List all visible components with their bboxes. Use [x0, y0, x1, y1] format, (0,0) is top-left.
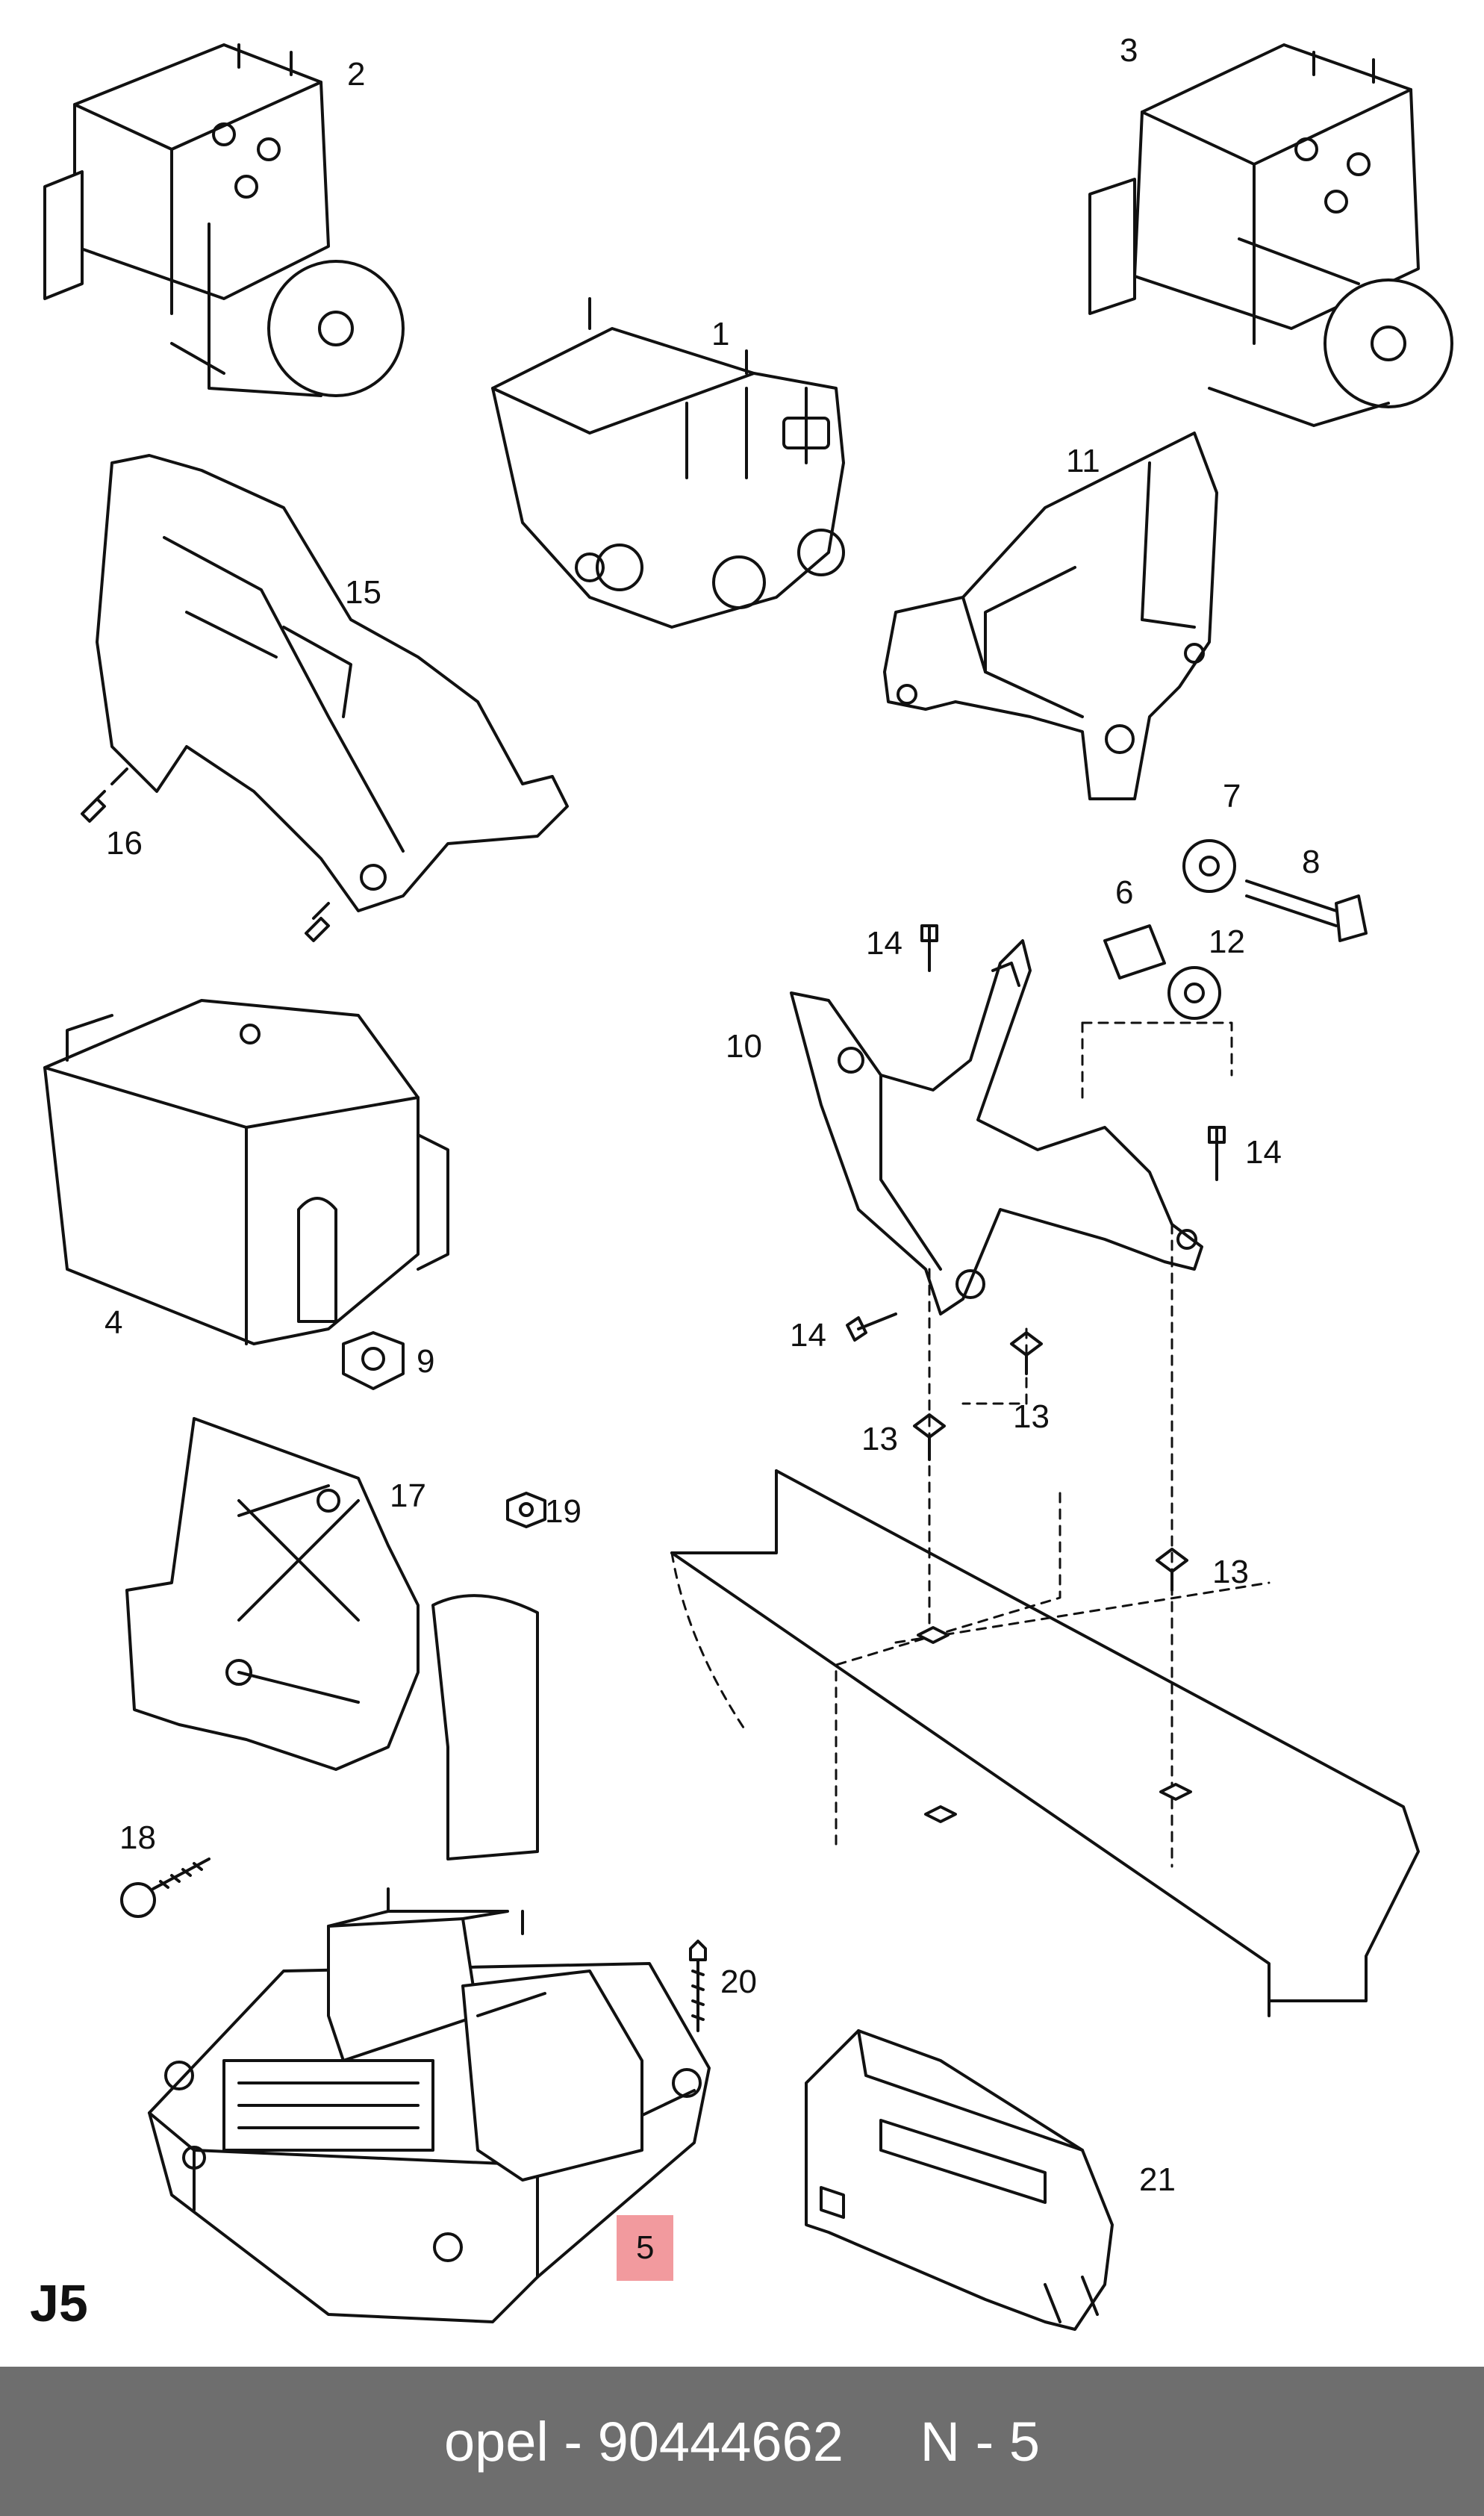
part-4-cover: [43, 999, 449, 1345]
parts-6-7-8-12-bushings-bolt: [1103, 839, 1368, 1020]
callout-20: 20: [720, 1964, 757, 2000]
part-1-modulator-valve-block: [491, 297, 845, 629]
part-18-screw: [120, 1858, 211, 1918]
part-10-bracket-assembly: [790, 939, 1203, 1315]
callout-7: 7: [1223, 778, 1241, 815]
footer-bar: opel - 90444662 N - 5: [0, 2367, 1484, 2516]
callout-14-right: 14: [1245, 1134, 1282, 1171]
footer-part-number: opel - 90444662 N - 5: [443, 2410, 1041, 2473]
part-15-bracket: [96, 454, 569, 912]
part-3-abs-hydraulic-unit: [1088, 43, 1453, 427]
callout-1: 1: [711, 316, 730, 352]
part-5-abs-control-module: [148, 1887, 711, 2323]
section-code: J5: [30, 2274, 88, 2332]
part-17-bracket-plate: [125, 1417, 539, 1860]
callout-21: 21: [1139, 2161, 1176, 2198]
callout-14-left: 14: [790, 1317, 826, 1354]
assembly-leader-lines: [835, 1021, 1271, 1868]
callout-10: 10: [726, 1028, 762, 1065]
part-2-abs-hydraulic-unit: [43, 43, 405, 397]
callout-2: 2: [347, 56, 366, 93]
callout-4: 4: [105, 1304, 123, 1341]
callout-6: 6: [1115, 874, 1134, 911]
callout-13-right: 13: [1212, 1554, 1249, 1590]
callout-9: 9: [417, 1343, 435, 1380]
vehicle-body-rail: [670, 1469, 1420, 2017]
callout-15: 15: [345, 574, 381, 611]
part-11-bracket: [883, 432, 1218, 800]
exploded-parts-drawing: [43, 43, 1453, 2331]
callout-8: 8: [1302, 844, 1321, 880]
callout-19: 19: [545, 1493, 582, 1530]
callout-3: 3: [1120, 32, 1138, 69]
part-20-screw: [689, 1940, 707, 2032]
callout-5-highlighted: 5: [617, 2215, 674, 2281]
part-21-relay-cover: [805, 2029, 1114, 2331]
part-16-screws: [81, 767, 330, 942]
callout-16: 16: [106, 825, 143, 862]
callout-18: 18: [119, 1819, 156, 1856]
callout-17: 17: [390, 1477, 426, 1514]
callout-11: 11: [1066, 443, 1100, 479]
callout-12: 12: [1209, 924, 1245, 960]
callout-13-middle: 13: [1013, 1398, 1050, 1435]
part-9-nut: [342, 1331, 405, 1390]
callout-13-left: 13: [861, 1421, 898, 1457]
part-19-nut: [506, 1492, 546, 1528]
callout-14-top: 14: [866, 925, 902, 962]
